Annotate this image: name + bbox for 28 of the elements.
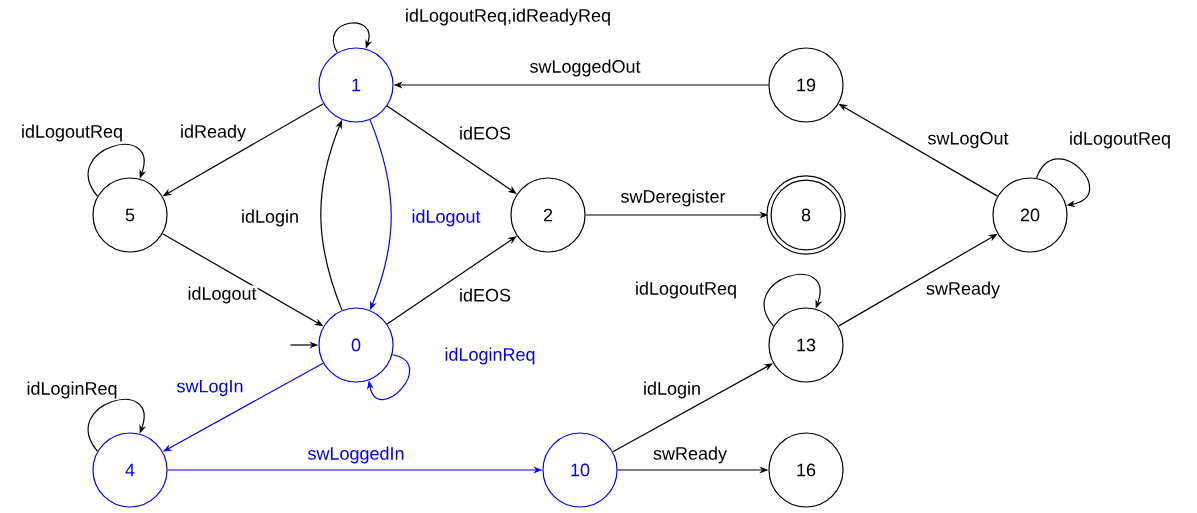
arrow (332, 22, 373, 54)
edge-label: idLoginReq (443, 346, 537, 366)
arrow (87, 399, 147, 452)
edge-label: swLoggedOut (528, 58, 642, 78)
edge-label: swLogOut (926, 130, 1010, 150)
edge-label: idLogout (410, 208, 482, 228)
edge-label: swDeregister (619, 188, 727, 208)
edge-label: swReady (652, 445, 728, 465)
edge-label: idLogout (186, 285, 258, 305)
edge-label: swReady (925, 280, 1001, 300)
edge-label: idEOS (458, 125, 512, 141)
edge-label: idLogoutReq (1067, 130, 1173, 150)
arrow (366, 354, 411, 401)
edge-label: swLogIn (175, 378, 245, 398)
edge-label: idLogin (642, 380, 703, 400)
edge-label: idLogoutReq (633, 280, 739, 300)
edge-label: idReady (179, 123, 248, 143)
edge-label: idLogoutReq (19, 123, 125, 143)
edge-label: swLoggedIn (306, 445, 406, 465)
arrow (763, 274, 823, 327)
edge-label: idLogin (240, 208, 301, 228)
arrow (87, 144, 147, 197)
edge-label: idLoginReq (25, 380, 119, 400)
arrow (1035, 158, 1091, 208)
arrow (386, 236, 517, 325)
edge-label: idEOS (458, 287, 512, 303)
edge-label: idLogoutReq,idReadyReq (403, 7, 613, 27)
arrow (386, 105, 517, 194)
